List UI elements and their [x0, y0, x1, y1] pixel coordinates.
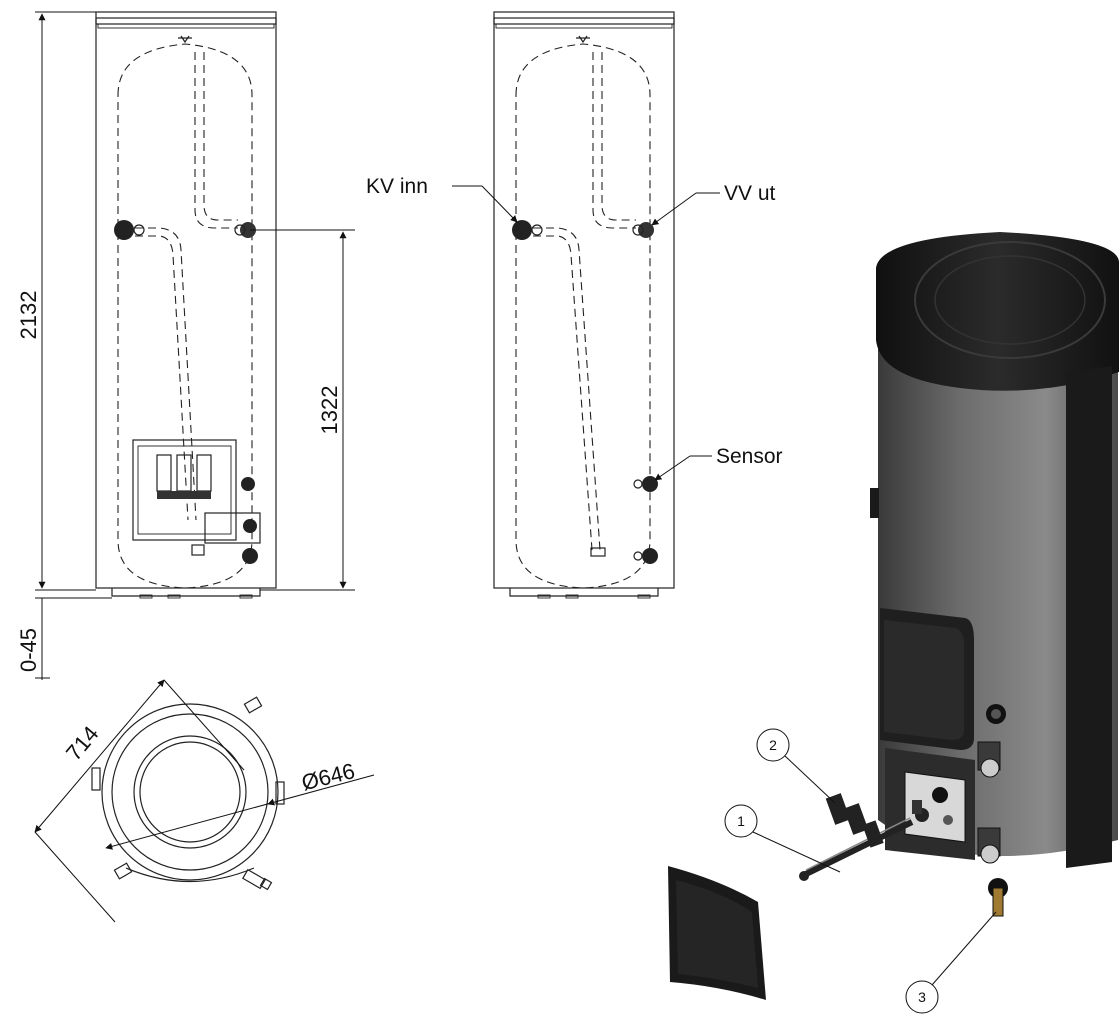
dimension-connection-height: 1322: [250, 229, 355, 591]
callout-1: 1: [724, 804, 841, 873]
front-view-left: [95, 11, 277, 599]
dim-total-height-text: 2132: [16, 291, 41, 340]
dim-connection-height-text: 1322: [317, 386, 342, 435]
callout-1-text: 1: [737, 813, 745, 829]
label-cold-in: KV inn: [366, 175, 518, 223]
top-view: 714 Ø646: [34, 679, 375, 923]
exploded-3d-view: [668, 232, 1119, 1000]
front-view-middle: [493, 11, 675, 599]
dim-feet-adjust-text: 0-45: [16, 628, 41, 672]
label-hot-out-text: VV ut: [724, 182, 776, 205]
label-cold-in-text: KV inn: [366, 175, 428, 198]
label-hot-out: VV ut: [651, 182, 776, 226]
label-sensor: Sensor: [654, 445, 783, 481]
dimension-total-height: 2132 0-45: [16, 11, 112, 680]
callout-3: 3: [905, 911, 997, 1014]
callout-2: 2: [756, 728, 836, 804]
callout-2-text: 2: [769, 737, 777, 753]
callout-3-text: 3: [918, 989, 926, 1005]
dim-diameter-text: Ø646: [299, 758, 357, 795]
label-sensor-text: Sensor: [716, 445, 783, 468]
